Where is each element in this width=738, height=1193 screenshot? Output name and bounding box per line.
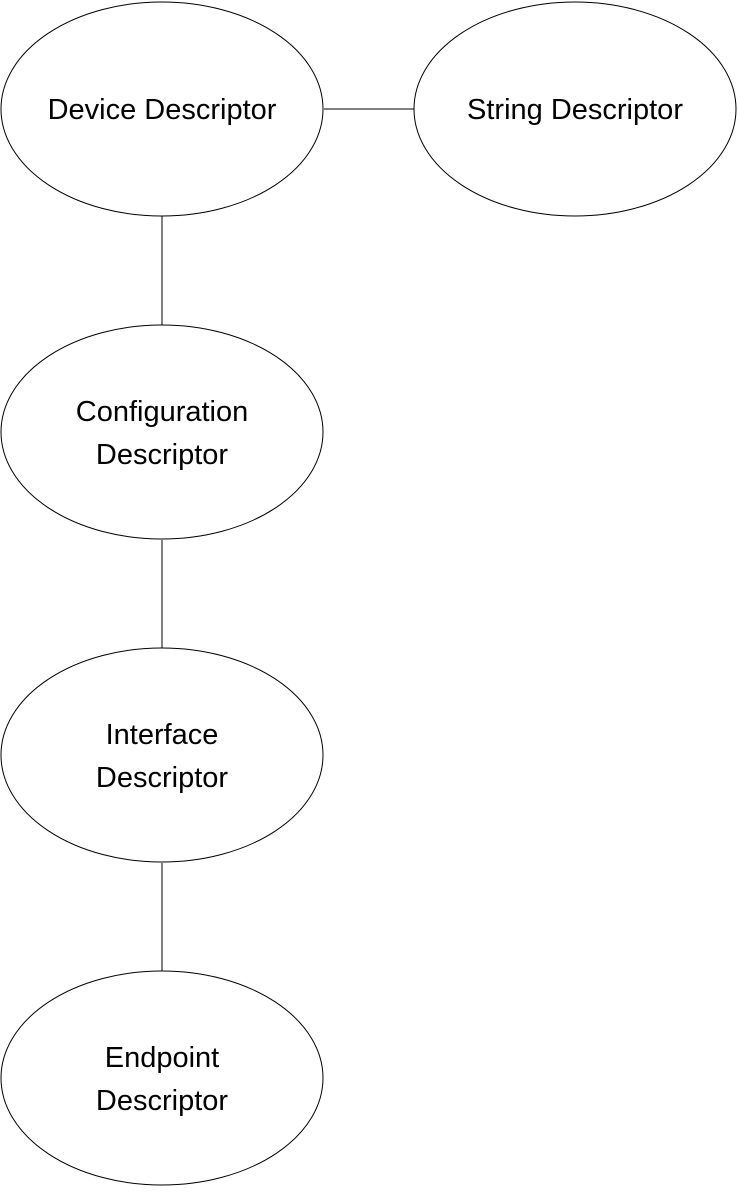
endpoint-descriptor-ellipse xyxy=(0,970,324,1186)
device-descriptor-label: Device Descriptor xyxy=(48,94,277,126)
node-string-descriptor: String Descriptor xyxy=(413,1,737,217)
node-device-descriptor: Device Descriptor xyxy=(0,1,324,217)
configuration-descriptor-label-line-2: Descriptor xyxy=(96,439,228,471)
node-interface-descriptor: Interface Descriptor xyxy=(0,647,324,863)
configuration-descriptor-label-line-1: Configuration xyxy=(76,396,249,428)
string-descriptor-label: String Descriptor xyxy=(467,94,683,126)
node-endpoint-descriptor: Endpoint Descriptor xyxy=(0,970,324,1186)
configuration-descriptor-ellipse xyxy=(0,324,324,540)
interface-descriptor-ellipse xyxy=(0,647,324,863)
node-configuration-descriptor: Configuration Descriptor xyxy=(0,324,324,540)
interface-descriptor-label-line-2: Descriptor xyxy=(96,762,228,794)
endpoint-descriptor-label-line-2: Descriptor xyxy=(96,1085,228,1117)
device-descriptor-ellipse xyxy=(0,1,324,217)
endpoint-descriptor-label-line-1: Endpoint xyxy=(105,1042,220,1074)
string-descriptor-ellipse xyxy=(413,1,737,217)
interface-descriptor-label-line-1: Interface xyxy=(106,719,219,751)
